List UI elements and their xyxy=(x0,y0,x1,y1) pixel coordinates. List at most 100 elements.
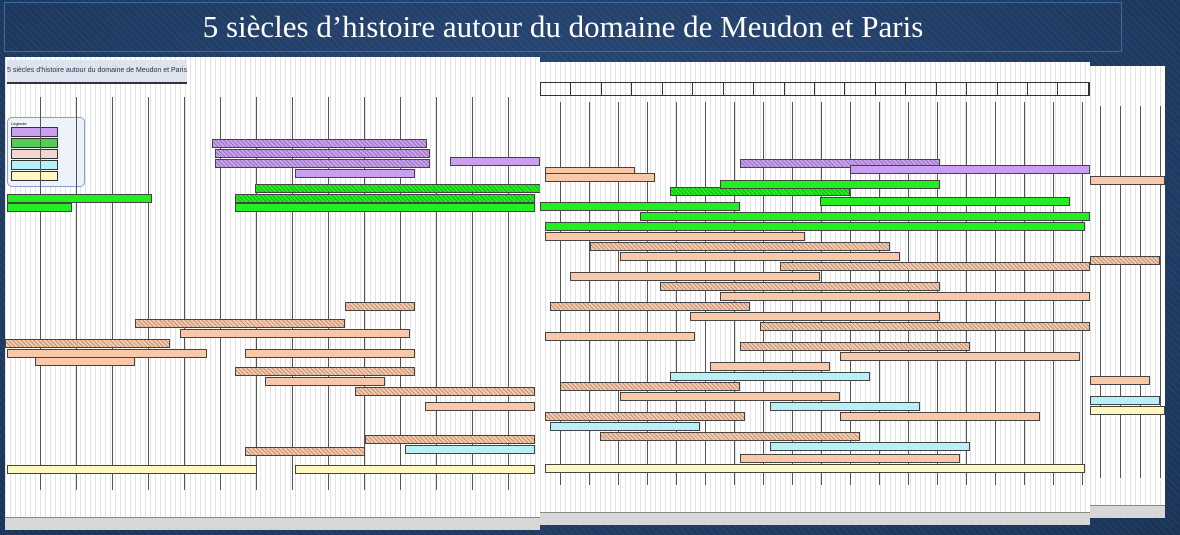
timeline-bar xyxy=(35,357,135,366)
timeline-bar xyxy=(770,402,920,411)
century-ruler xyxy=(540,82,1090,96)
slide-title: 5 siècles d’histoire autour du domaine d… xyxy=(202,9,924,44)
era-band xyxy=(1090,505,1165,518)
timeline-bar xyxy=(690,312,940,321)
timeline-bar xyxy=(600,432,860,441)
timeline-bar xyxy=(545,173,655,182)
timeline-bar xyxy=(840,412,1040,421)
timeline-bar xyxy=(770,442,970,451)
timeline-title: 5 siècles d'histoire autour du domaine d… xyxy=(7,60,187,84)
timeline-bar xyxy=(405,445,535,454)
ruler-cell xyxy=(906,83,937,95)
timeline-bar xyxy=(540,202,740,211)
timeline-bar xyxy=(710,362,830,371)
ruler-cell xyxy=(967,83,998,95)
timeline-bar xyxy=(740,342,970,351)
title-frame: 5 siècles d’histoire autour du domaine d… xyxy=(4,2,1122,52)
timeline-bar xyxy=(545,222,1085,231)
timeline-gridline xyxy=(292,97,293,490)
legend-cyan xyxy=(11,160,58,170)
legend: Légende xyxy=(7,117,85,187)
timeline-bar xyxy=(760,322,1090,331)
timeline-bar xyxy=(640,212,1090,221)
timeline-bar xyxy=(620,252,900,261)
timeline-gridline xyxy=(364,97,365,490)
timeline-bar xyxy=(135,319,345,328)
timeline-gridline xyxy=(705,102,706,485)
timeline-bar xyxy=(740,454,960,463)
timeline-bar xyxy=(295,465,535,474)
timeline-gridline xyxy=(1100,106,1101,478)
timeline-bar xyxy=(780,262,1090,271)
timeline-bar xyxy=(215,149,430,158)
ruler-cell xyxy=(602,83,633,95)
timeline-gridline xyxy=(676,102,677,485)
timeline-bar xyxy=(740,159,940,168)
legend-title: Légende xyxy=(11,121,27,126)
timeline-bar xyxy=(545,464,1085,473)
legend-green xyxy=(11,138,58,148)
timeline-gridline xyxy=(436,97,437,490)
timeline-bar xyxy=(5,339,170,348)
timeline-gridline xyxy=(618,102,619,485)
ruler-cell xyxy=(693,83,724,95)
ruler-cell xyxy=(1058,83,1089,95)
timeline-bar xyxy=(355,387,535,396)
legend-purple xyxy=(11,127,58,137)
timeline-bar xyxy=(820,197,1070,206)
ruler-cell xyxy=(541,83,572,95)
timeline-bar xyxy=(7,465,257,474)
timeline-gridline xyxy=(256,97,257,490)
timeline-bar xyxy=(1090,406,1165,415)
timeline-gridline xyxy=(148,97,149,490)
timeline-bar xyxy=(660,282,940,291)
ruler-cell xyxy=(754,83,785,95)
timeline-gridline xyxy=(328,97,329,490)
timeline-bar xyxy=(545,232,805,241)
timeline-bar xyxy=(720,180,940,189)
timeline-bar xyxy=(295,169,415,178)
timeline-bar xyxy=(450,157,540,166)
timeline-bar xyxy=(545,412,745,421)
ruler-cell xyxy=(663,83,694,95)
timeline-gridline xyxy=(184,97,185,490)
timeline-gridline xyxy=(220,97,221,490)
legend-pink xyxy=(11,149,58,159)
timeline-gridline xyxy=(1140,106,1141,478)
timeline-bar xyxy=(345,302,415,311)
grid xyxy=(1090,66,1165,518)
ruler-cell xyxy=(937,83,968,95)
ruler-cell xyxy=(815,83,846,95)
timeline-bar xyxy=(590,242,890,251)
timeline-bar xyxy=(1090,176,1165,185)
ruler-cell xyxy=(876,83,907,95)
timeline-gridline xyxy=(647,102,648,485)
timeline-gridline xyxy=(76,97,77,490)
timeline-panel-middle xyxy=(540,62,1090,525)
timeline-bar xyxy=(7,194,152,203)
ruler-cell xyxy=(998,83,1028,95)
timeline-bar xyxy=(570,272,820,281)
timeline-bar xyxy=(7,203,72,212)
timeline-bar xyxy=(235,367,415,376)
timeline-bar xyxy=(850,165,1090,174)
timeline-bar xyxy=(180,329,410,338)
timeline-gridline xyxy=(1160,106,1161,478)
timeline-bar xyxy=(255,184,540,193)
grid xyxy=(5,57,540,530)
timeline-gridline xyxy=(40,97,41,490)
timeline-bar xyxy=(550,302,750,311)
timeline-bar xyxy=(215,159,430,168)
timeline-bar xyxy=(212,139,427,148)
timeline-bar xyxy=(235,203,535,212)
timeline-bar xyxy=(720,292,1090,301)
timeline-panel-right xyxy=(1090,66,1165,518)
era-band xyxy=(540,512,1090,525)
timeline-bar xyxy=(840,352,1080,361)
timeline-gridline xyxy=(400,97,401,490)
timeline-bar xyxy=(620,392,840,401)
timeline-bar xyxy=(1090,376,1150,385)
timeline-bar xyxy=(265,377,385,386)
timeline-bar xyxy=(425,402,535,411)
era-band xyxy=(5,517,540,530)
